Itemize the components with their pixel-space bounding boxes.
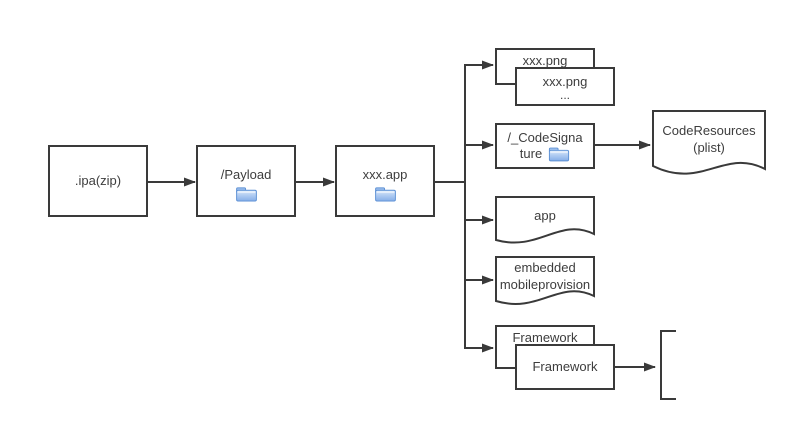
node-xxxapp-label: xxx.app <box>362 166 408 182</box>
node-framework-front-label: Framework <box>532 359 598 374</box>
node-xxxapp: xxx.app <box>335 145 435 217</box>
node-payload-label: /Payload <box>220 166 272 182</box>
node-xxxpng-front-label: xxx.png <box>542 74 588 89</box>
node-xxxpng-back-label: xxx.png <box>522 53 568 68</box>
node-codesignature: /_CodeSigna ture <box>495 123 595 169</box>
node-framework-back-label: Framework <box>512 330 578 345</box>
node-payload: /Payload <box>196 145 296 217</box>
node-embedded-line2: mobileprovision <box>499 277 591 292</box>
node-coderesources-line2: (plist) <box>693 140 725 155</box>
node-app: app <box>495 196 595 252</box>
document-shape <box>652 110 766 175</box>
node-ipa: .ipa(zip) <box>48 145 148 217</box>
node-framework-front: Framework <box>515 344 615 390</box>
document-shape <box>495 196 595 244</box>
node-codesignature-line2: ture <box>519 146 543 161</box>
node-coderesources-line1: CodeResources <box>662 123 756 138</box>
node-coderesources: CodeResources (plist) <box>652 110 766 188</box>
node-coderesources-label: CodeResources (plist) <box>652 122 766 156</box>
node-embedded-mobileprovision: embedded mobileprovision <box>495 256 595 312</box>
node-xxxpng-front: xxx.png ... <box>515 67 615 106</box>
node-codesignature-line2-row: ture <box>520 146 570 162</box>
node-embedded-line1: embedded <box>514 260 576 275</box>
node-embedded-label: embedded mobileprovision <box>495 259 595 293</box>
folder-icon <box>549 147 570 162</box>
folder-icon <box>235 186 257 202</box>
node-codesignature-line1: /_CodeSigna <box>507 130 583 145</box>
document-shape <box>495 256 595 305</box>
node-ipa-label: .ipa(zip) <box>74 173 122 188</box>
bracket-shape <box>660 330 676 400</box>
node-app-label: app <box>534 208 556 223</box>
folder-icon <box>374 186 396 202</box>
node-xxxpng-ellipsis: ... <box>559 88 570 102</box>
